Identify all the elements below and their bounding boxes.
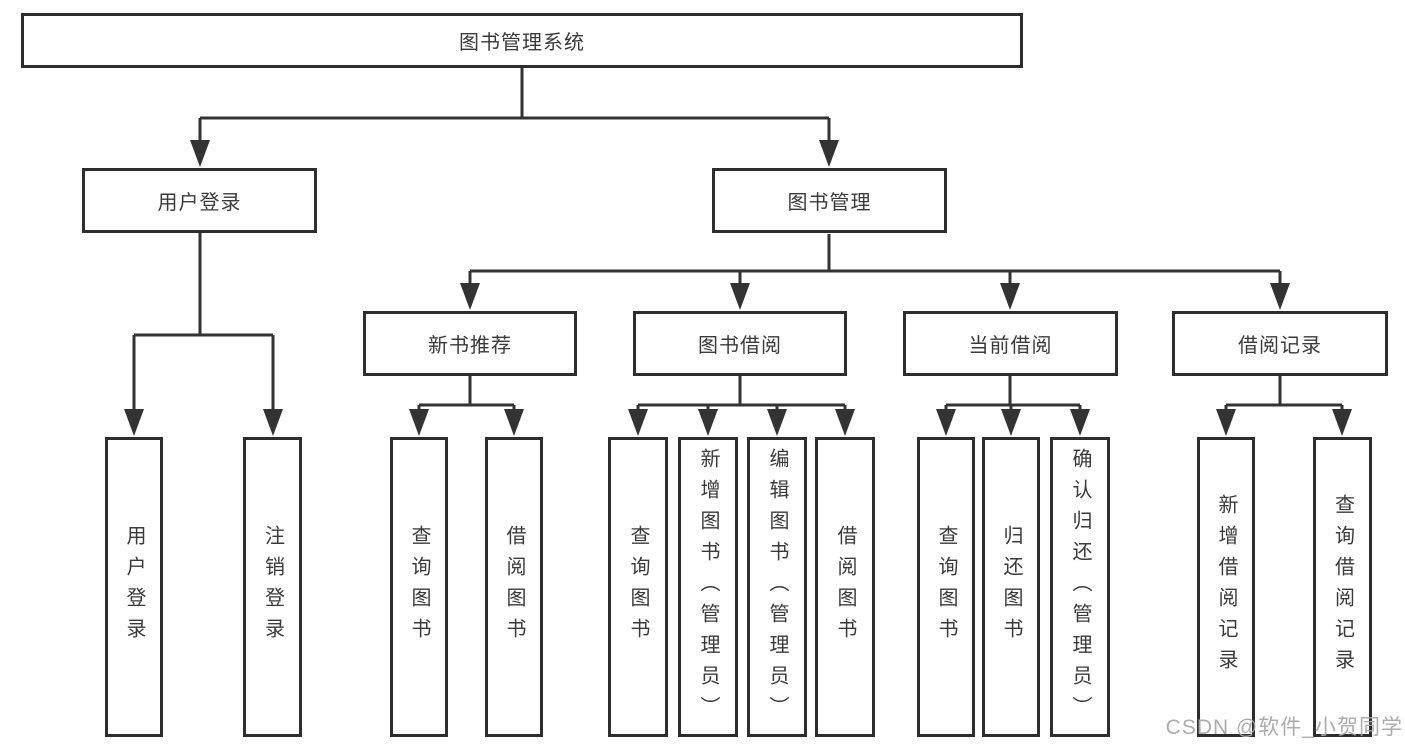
leaf-borrow-books-recommend-label: 借阅图书 [503,525,525,649]
watermark: CSDN @软件_小贺同学 [1165,716,1403,739]
leaf-borrow-books: 借阅图书 [815,437,875,737]
leaf-query-books-recommend: 查询图书 [390,437,448,737]
node-current-borrow: 当前借阅 [903,311,1118,376]
arrowhead-icons [124,140,1352,436]
node-new-book-recommend: 新书推荐 [363,311,577,376]
node-root-label: 图书管理系统 [459,32,585,54]
leaf-edit-book-admin-label: 编辑图书（管理员） [766,447,788,727]
node-root: 图书管理系统 [21,13,1023,68]
leaf-add-book-admin: 新增图书（管理员） [678,437,738,737]
leaf-query-books-current: 查询图书 [917,437,975,737]
leaf-add-book-admin-label: 新增图书（管理员） [697,447,719,727]
leaf-return-book: 归还图书 [982,437,1040,737]
node-current-borrow-label: 当前借阅 [968,335,1053,357]
leaf-query-books-borrow-label: 查询图书 [627,525,649,649]
leaf-query-books-current-label: 查询图书 [935,525,957,649]
leaf-user-login-label: 用户登录 [123,525,145,649]
leaf-return-book-label: 归还图书 [1000,525,1022,649]
leaf-confirm-return-admin: 确认归还（管理员） [1050,437,1110,737]
leaf-add-borrow-record-label: 新增借阅记录 [1215,494,1237,680]
connector-path [132,67,1344,431]
leaf-edit-book-admin: 编辑图书（管理员） [747,437,807,737]
node-user-login: 用户登录 [82,168,317,233]
leaf-query-books-recommend-label: 查询图书 [408,525,430,649]
leaf-logout: 注销登录 [243,437,302,737]
leaf-borrow-books-recommend: 借阅图书 [485,437,543,737]
node-user-login-label: 用户登录 [157,192,242,214]
node-book-management-label: 图书管理 [787,192,872,214]
leaf-confirm-return-admin-label: 确认归还（管理员） [1069,447,1091,727]
leaf-add-borrow-record: 新增借阅记录 [1197,437,1255,737]
leaf-query-borrow-record: 查询借阅记录 [1313,437,1372,737]
node-book-borrow: 图书借阅 [633,311,847,376]
node-borrow-records: 借阅记录 [1172,311,1388,376]
node-book-borrow-label: 图书借阅 [698,335,782,357]
leaf-query-borrow-record-label: 查询借阅记录 [1331,494,1354,680]
node-borrow-records-label: 借阅记录 [1238,335,1322,357]
leaf-query-books-borrow: 查询图书 [608,437,668,737]
leaf-borrow-books-label: 借阅图书 [834,525,856,649]
leaf-user-login: 用户登录 [105,437,163,737]
leaf-logout-label: 注销登录 [261,525,284,649]
node-book-management: 图书管理 [712,168,947,233]
node-new-book-recommend-label: 新书推荐 [428,335,512,357]
